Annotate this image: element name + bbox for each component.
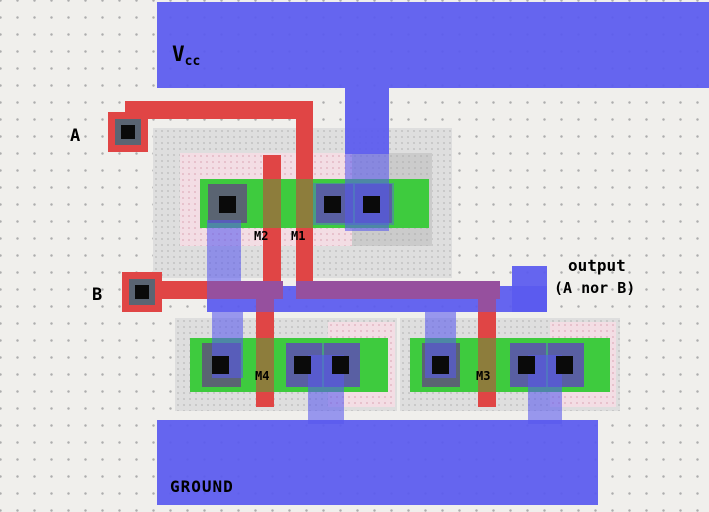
- m4-gate: [256, 338, 274, 392]
- pmos-contact-cut-3: [363, 196, 380, 213]
- pmos-contact-cut-2: [324, 196, 341, 213]
- vdd-label-sub: cc: [184, 54, 201, 69]
- input-b-poly-wire: [155, 281, 207, 299]
- input-a-pin-cut: [121, 125, 135, 139]
- vdd-drop-strap: [345, 88, 389, 154]
- nmos-right-contact-cut-3: [556, 356, 573, 374]
- vdd-label: Vcc: [172, 42, 201, 69]
- pmos-drain-strap: [207, 220, 241, 288]
- m2-gate: [263, 179, 281, 228]
- output-label: output: [568, 256, 626, 275]
- pmos-contact-cut-1: [219, 196, 236, 213]
- m4-label: M4: [255, 369, 270, 383]
- vdd-drop-strap-lower: [345, 154, 389, 231]
- nmos-right-contact-cut-2: [518, 356, 535, 374]
- input-a-label: A: [70, 126, 81, 146]
- nmos-left-contact-cut-3: [332, 356, 349, 374]
- m4-poly-metal-crossing: [256, 299, 274, 312]
- m1-gate: [296, 179, 313, 228]
- input-b-label: B: [92, 285, 103, 305]
- input-b-poly-over-metal: [207, 281, 283, 299]
- m3-gate: [478, 338, 496, 392]
- nmos-right-contact-cut-1: [432, 356, 449, 374]
- input-a-poly-over-metal: [296, 281, 500, 299]
- output-port-stub: [512, 266, 547, 312]
- output-expr-label: (A nor B): [554, 279, 636, 297]
- ground-label: GROUND: [170, 477, 234, 496]
- m2-label: M2: [254, 229, 269, 243]
- input-a-poly-wire: [125, 101, 313, 119]
- vdd-label-main: V: [172, 42, 185, 66]
- nmos-left-contact-cut-1: [212, 356, 229, 374]
- vdd-rail: [157, 2, 709, 88]
- nmos-left-contact-cut-2: [294, 356, 311, 374]
- m3-poly-metal-crossing: [478, 299, 496, 312]
- input-b-pin-cut: [135, 285, 149, 299]
- m3-label: M3: [476, 369, 491, 383]
- m1-label: M1: [291, 229, 306, 243]
- ground-rail: [157, 420, 598, 505]
